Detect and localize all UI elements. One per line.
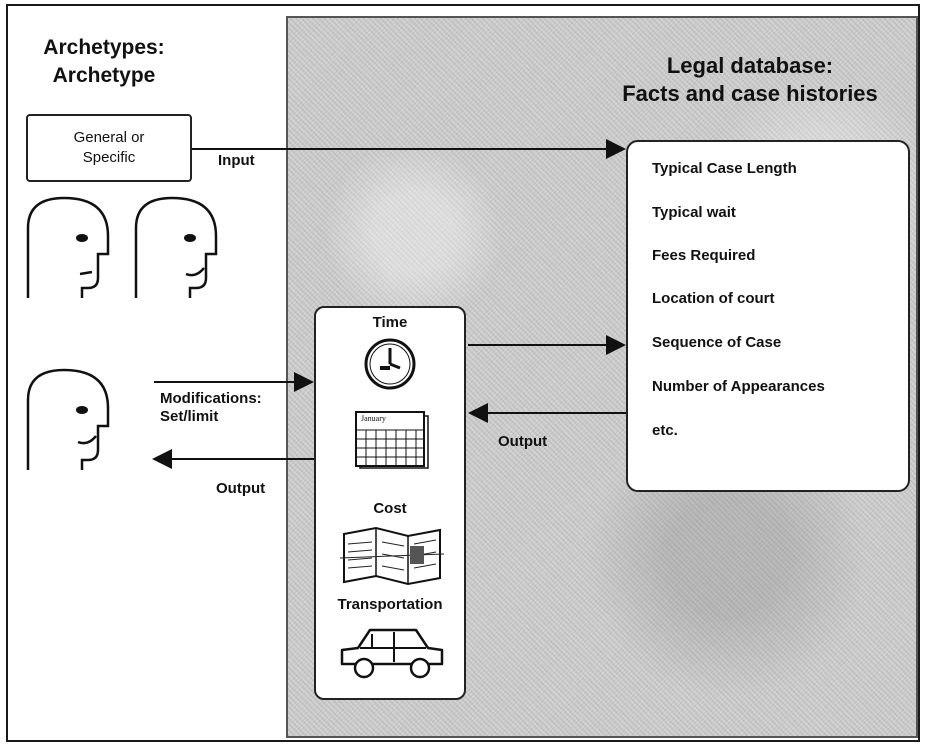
- db-item-case-sequence: Sequence of Case: [652, 334, 782, 351]
- time-label: Time: [372, 314, 408, 331]
- calendar-month: January: [361, 414, 386, 423]
- input-label: Input: [218, 152, 255, 169]
- head-profile-icon: [134, 196, 218, 298]
- db-item-appearances: Number of Appearances: [652, 378, 825, 395]
- db-item-court-location: Location of court: [652, 290, 775, 307]
- database-facts-box: Typical Case Length Typical wait Fees Re…: [626, 140, 910, 492]
- transportation-label: Transportation: [337, 596, 443, 613]
- database-title-line2: Facts and case histories: [622, 81, 878, 106]
- head-profile-icon: [26, 196, 110, 298]
- database-title: Legal database: Facts and case histories: [590, 52, 910, 108]
- modifications-line2: Set/limit: [160, 408, 219, 425]
- archetypes-title-line2: Archetype: [52, 64, 156, 87]
- modifiers-box: Time January Cost: [314, 306, 466, 700]
- db-item-etc: etc.: [652, 422, 678, 439]
- general-box-line1: General or: [73, 129, 145, 146]
- output-db-label: Output: [498, 433, 548, 450]
- database-title-line1: Legal database:: [666, 53, 834, 78]
- general-box-line2: Specific: [82, 149, 136, 166]
- db-item-fees: Fees Required: [652, 247, 756, 264]
- db-item-case-length: Typical Case Length: [652, 160, 797, 177]
- map-icon: [339, 526, 445, 586]
- db-item-typical-wait: Typical wait: [652, 204, 736, 221]
- archetypes-title-line1: Archetypes:: [43, 36, 165, 59]
- general-or-specific-box: General or Specific: [26, 114, 192, 182]
- modifications-line1: Modifications:: [160, 390, 262, 407]
- head-profile-icon: [26, 368, 110, 470]
- calendar-icon: January: [352, 410, 432, 472]
- output-left-label: Output: [216, 480, 266, 497]
- car-icon: [340, 628, 444, 679]
- modifications-label: Modifications: Set/limit: [160, 390, 262, 426]
- cost-label: Cost: [373, 500, 407, 517]
- archetypes-title: Archetypes: Archetype: [14, 34, 194, 90]
- clock-icon: [364, 338, 416, 390]
